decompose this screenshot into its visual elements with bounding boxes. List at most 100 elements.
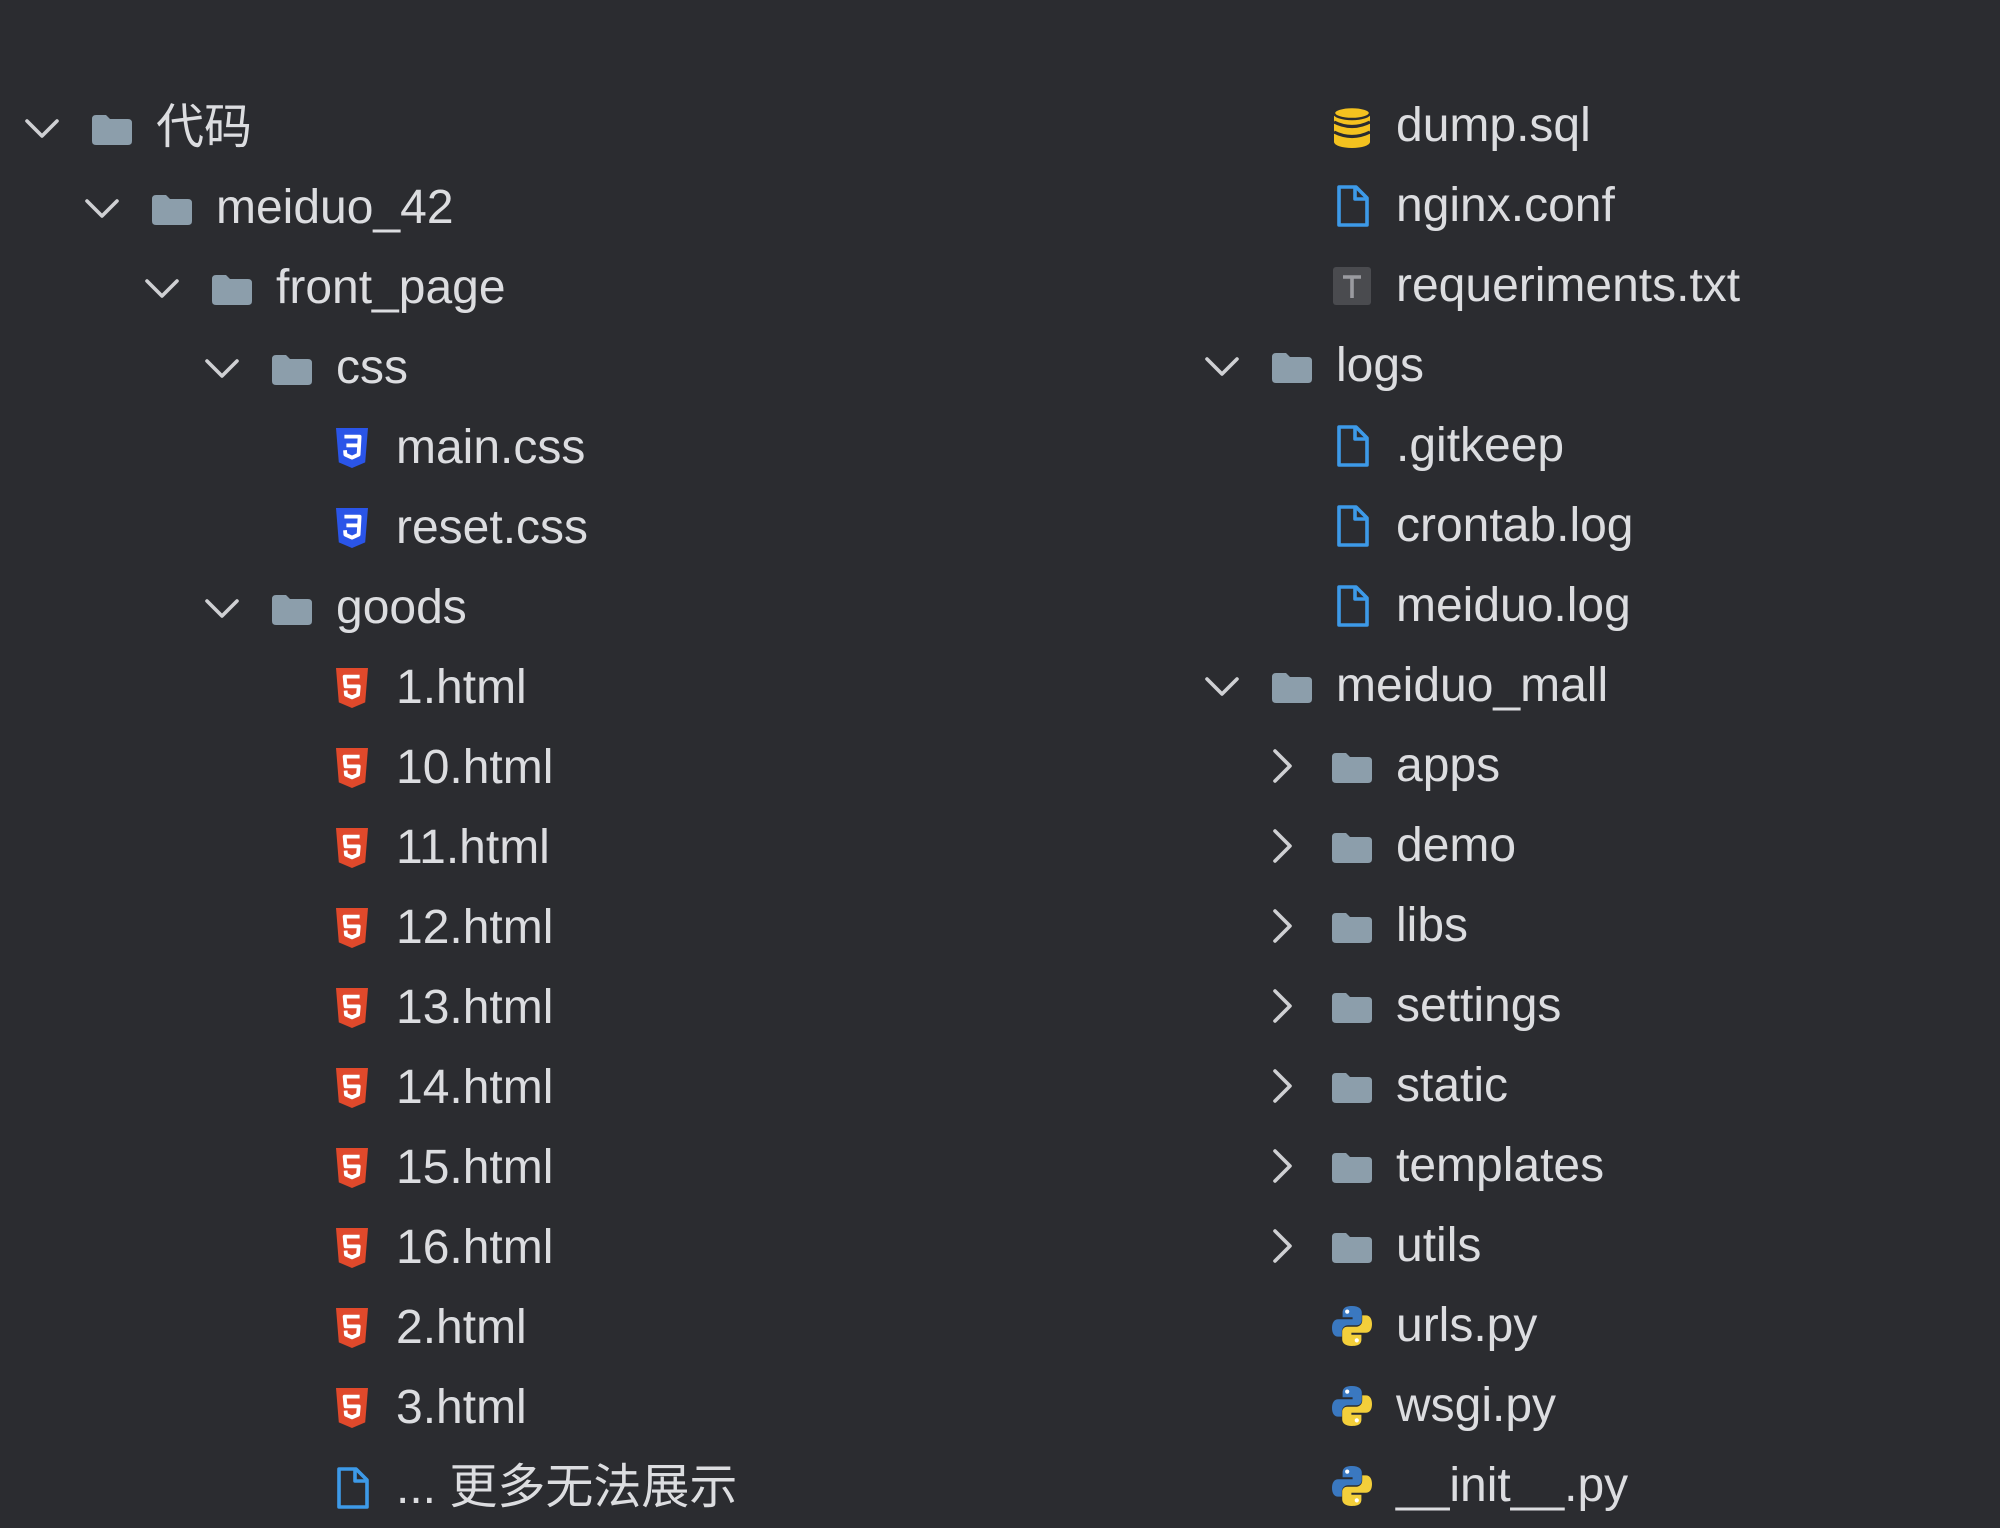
python-file-icon: [1328, 1302, 1376, 1350]
html-file-icon: [328, 1384, 376, 1432]
tree-item-meiduo-log[interactable]: meiduo.log: [1000, 566, 2000, 646]
python-file-icon: [1328, 1382, 1376, 1430]
chevron-right-icon[interactable]: [1258, 822, 1306, 870]
tree-item-wsgi-py[interactable]: wsgi.py: [1000, 1366, 2000, 1446]
tree-item-urls-py[interactable]: urls.py: [1000, 1286, 2000, 1366]
tree-item-goods[interactable]: goods: [0, 568, 1000, 648]
tree-item-1-html[interactable]: 1.html: [0, 648, 1000, 728]
html-file-icon: [328, 744, 376, 792]
tree-item-label: __init__.py: [1396, 1459, 1629, 1512]
tree-item-reset-css[interactable]: reset.css: [0, 488, 1000, 568]
css-file-icon: [328, 504, 376, 552]
chevron-right-icon[interactable]: [1258, 902, 1306, 950]
tree-item-13-html[interactable]: 13.html: [0, 968, 1000, 1048]
tree-item-11-html[interactable]: 11.html: [0, 808, 1000, 888]
tree-item-meiduo-mall[interactable]: meiduo_mall: [1000, 646, 2000, 726]
tree-item-label: 13.html: [396, 981, 554, 1034]
tree-item-init-py[interactable]: __init__.py: [1000, 1446, 2000, 1526]
file-icon: [328, 1464, 376, 1512]
tree-item-gitkeep[interactable]: .gitkeep: [1000, 406, 2000, 486]
tree-item-label: reset.css: [396, 501, 589, 554]
chevron-right-icon[interactable]: [1258, 742, 1306, 790]
chevron-down-icon[interactable]: [198, 344, 246, 392]
tree-item-dump-sql[interactable]: dump.sql: [1000, 86, 2000, 166]
database-icon: [1328, 102, 1376, 150]
tree-item-static[interactable]: static: [1000, 1046, 2000, 1126]
tree-item-libs[interactable]: libs: [1000, 886, 2000, 966]
tree-item-nginx-conf[interactable]: nginx.conf: [1000, 166, 2000, 246]
chevron-down-icon[interactable]: [1198, 342, 1246, 390]
folder-icon: [208, 264, 256, 312]
tree-item-main-css[interactable]: main.css: [0, 408, 1000, 488]
tree-item-16-html[interactable]: 16.html: [0, 1208, 1000, 1288]
tree-item-12-html[interactable]: 12.html: [0, 888, 1000, 968]
chevron-down-icon[interactable]: [138, 264, 186, 312]
folder-icon: [1328, 1142, 1376, 1190]
html-file-icon: [328, 1224, 376, 1272]
folder-icon: [1328, 742, 1376, 790]
tree-item-label: crontab.log: [1396, 499, 1634, 552]
tree-item-label: wsgi.py: [1396, 1379, 1557, 1432]
tree-item-label: .gitkeep: [1396, 419, 1565, 472]
tree-item-logs[interactable]: logs: [1000, 326, 2000, 406]
tree-item-label: meiduo_42: [216, 181, 454, 234]
tree-item-item[interactable]: ... 更多无法展示: [0, 1448, 1000, 1528]
tree-item-3-html[interactable]: 3.html: [0, 1368, 1000, 1448]
folder-icon: [268, 344, 316, 392]
tree-item-label: 代码: [156, 101, 253, 154]
tree-item-label: front_page: [276, 261, 506, 314]
chevron-right-icon[interactable]: [1258, 1222, 1306, 1270]
folder-icon: [148, 184, 196, 232]
file-icon: [1328, 582, 1376, 630]
chevron-down-icon[interactable]: [198, 584, 246, 632]
chevron-down-icon[interactable]: [18, 104, 66, 152]
file-tree-right-column: dump.sql nginx.conf requeriments.txt logs .g…: [1000, 0, 2000, 1512]
chevron-down-icon[interactable]: [1198, 662, 1246, 710]
tree-item-label: goods: [336, 581, 467, 634]
tree-item-front-page[interactable]: front_page: [0, 248, 1000, 328]
tree-item-apps[interactable]: apps: [1000, 726, 2000, 806]
tree-item-label: 1.html: [396, 661, 527, 714]
tree-item-meiduo-42[interactable]: meiduo_42: [0, 168, 1000, 248]
tree-item-label: 3.html: [396, 1381, 527, 1434]
chevron-right-icon[interactable]: [1258, 1062, 1306, 1110]
tree-item-item[interactable]: 代码: [0, 88, 1000, 168]
folder-icon: [1268, 662, 1316, 710]
tree-item-label: ... 更多无法展示: [396, 1461, 738, 1514]
html-file-icon: [328, 984, 376, 1032]
tree-item-crontab-log[interactable]: crontab.log: [1000, 486, 2000, 566]
tree-item-15-html[interactable]: 15.html: [0, 1128, 1000, 1208]
tree-item-label: requeriments.txt: [1396, 259, 1741, 312]
tree-item-label: logs: [1336, 339, 1425, 392]
tree-item-label: 2.html: [396, 1301, 527, 1354]
folder-icon: [1328, 1062, 1376, 1110]
tree-item-2-html[interactable]: 2.html: [0, 1288, 1000, 1368]
tree-item-label: templates: [1396, 1139, 1605, 1192]
html-file-icon: [328, 824, 376, 872]
python-file-icon: [1328, 1462, 1376, 1510]
tree-item-demo[interactable]: demo: [1000, 806, 2000, 886]
tree-item-label: dump.sql: [1396, 99, 1591, 152]
tree-item-settings[interactable]: settings: [1000, 966, 2000, 1046]
folder-icon: [1328, 902, 1376, 950]
tree-item-10-html[interactable]: 10.html: [0, 728, 1000, 808]
tree-item-requeriments-txt[interactable]: requeriments.txt: [1000, 246, 2000, 326]
tree-item-label: utils: [1396, 1219, 1482, 1272]
tree-item-label: libs: [1396, 899, 1469, 952]
folder-icon: [1328, 982, 1376, 1030]
chevron-right-icon[interactable]: [1258, 982, 1306, 1030]
chevron-down-icon[interactable]: [78, 184, 126, 232]
tree-item-label: css: [336, 341, 408, 394]
html-file-icon: [328, 1064, 376, 1112]
tree-item-utils[interactable]: utils: [1000, 1206, 2000, 1286]
tree-item-label: urls.py: [1396, 1299, 1538, 1352]
tree-item-templates[interactable]: templates: [1000, 1126, 2000, 1206]
tree-item-label: 14.html: [396, 1061, 554, 1114]
folder-icon: [88, 104, 136, 152]
tree-item-14-html[interactable]: 14.html: [0, 1048, 1000, 1128]
tree-item-label: nginx.conf: [1396, 179, 1615, 232]
tree-item-css[interactable]: css: [0, 328, 1000, 408]
chevron-right-icon[interactable]: [1258, 1142, 1306, 1190]
tree-item-label: static: [1396, 1059, 1509, 1112]
